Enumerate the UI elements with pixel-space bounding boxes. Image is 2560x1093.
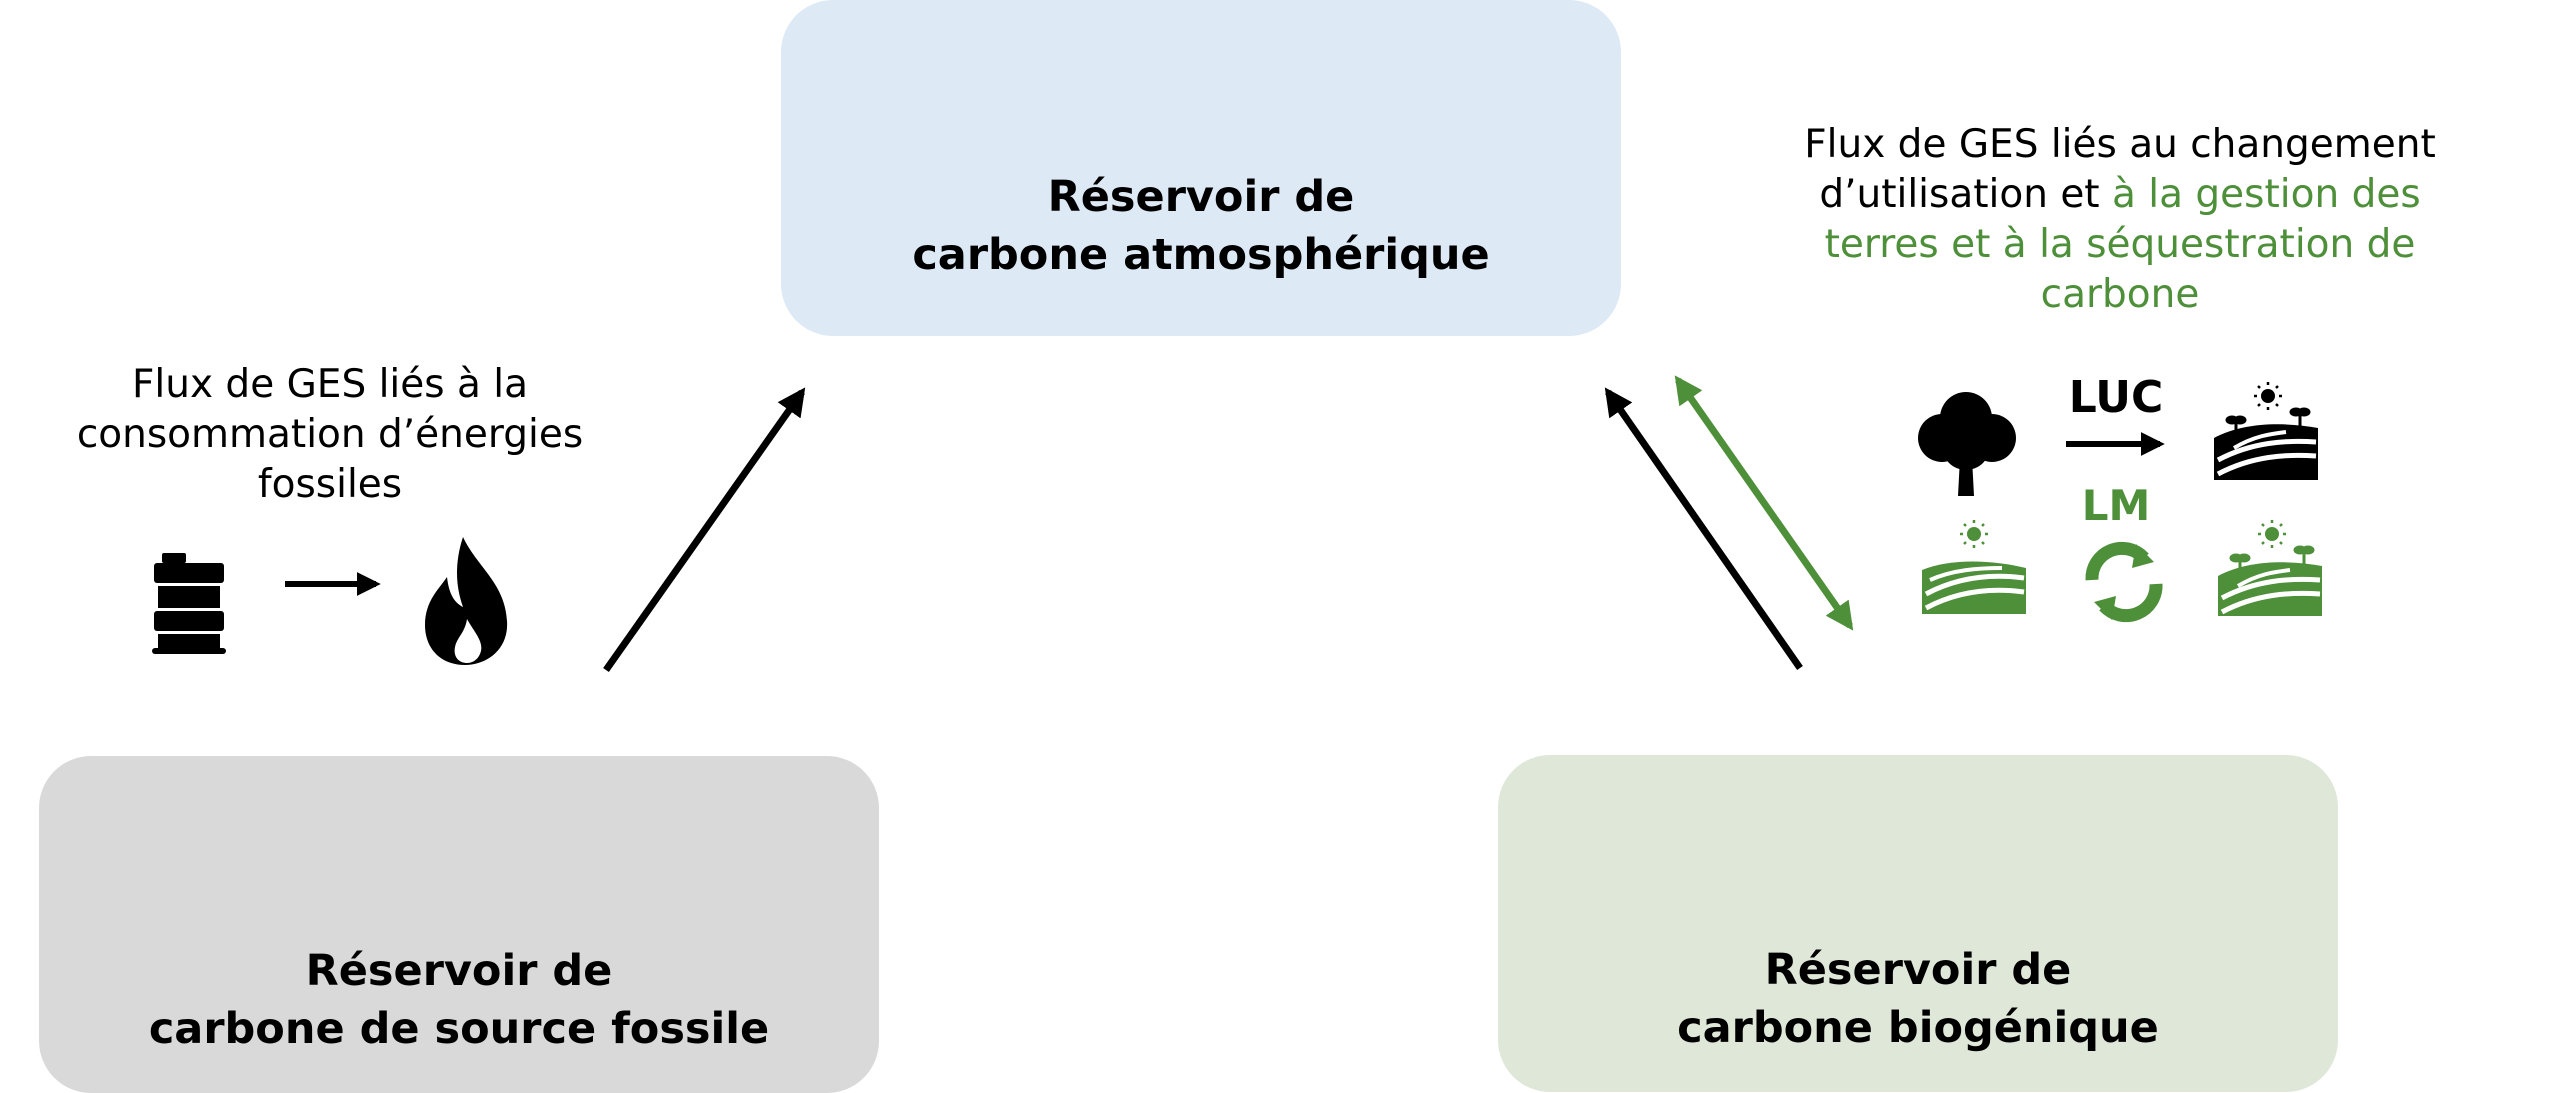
land-flux-label: Flux de GES liés au changement d’utilisa…	[1760, 120, 2480, 320]
tree-icon	[1918, 392, 2016, 496]
oil-barrel-icon	[152, 553, 226, 654]
cultivated-field-icon	[2214, 382, 2318, 480]
atmosphere-biogenic-bidirectional-arrow	[1674, 375, 1854, 631]
fossil-to-atmosphere-arrow	[603, 387, 806, 673]
lm-label: LM	[2082, 481, 2151, 530]
biogenic-reservoir-title: Réservoir de carbone biogénique	[1677, 944, 2159, 1053]
biogenic-to-atmosphere-arrow	[1604, 387, 1803, 670]
land-flux-label-black: Flux de GES liés au changement d’utilisa…	[1804, 122, 2436, 217]
atmospheric-carbon-reservoir: Réservoir de carbone atmosphérique	[781, 0, 1621, 336]
green-cultivated-field-icon	[2218, 520, 2322, 616]
fossil-reservoir-title: Réservoir de carbone de source fossile	[148, 945, 770, 1054]
cycle-arrows-icon	[2085, 541, 2163, 623]
biogenic-carbon-reservoir: Réservoir de carbone biogénique	[1498, 755, 2338, 1092]
green-field-icon	[1922, 520, 2026, 614]
fossil-flux-label: Flux de GES liés à la consommation d’éne…	[76, 362, 584, 507]
atmospheric-reservoir-title: Réservoir de carbone atmosphérique	[912, 172, 1490, 280]
luc-label: LUC	[2069, 372, 2164, 423]
fossil-carbon-reservoir: Réservoir de carbone de source fossile	[39, 756, 879, 1093]
land-flux-label-green: à la gestion des terres et à la séquestr…	[1824, 172, 2421, 317]
flame-icon	[425, 537, 508, 665]
